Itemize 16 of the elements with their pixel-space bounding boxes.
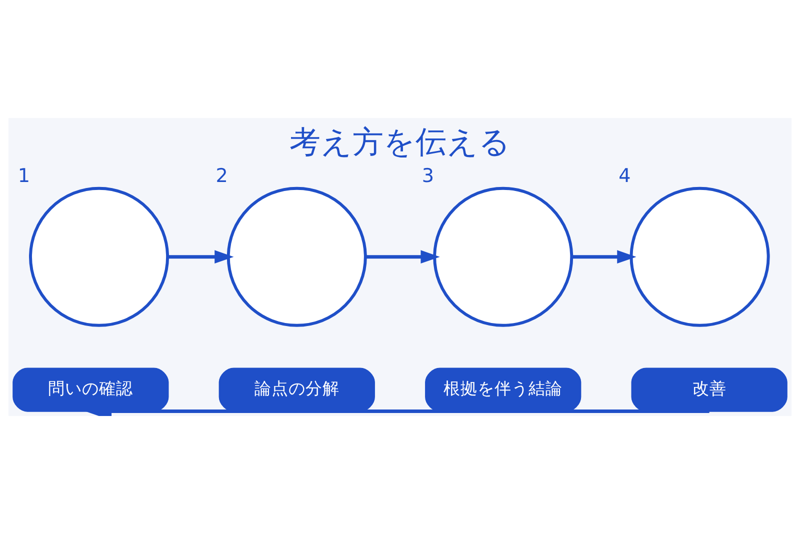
node-circle bbox=[630, 186, 770, 326]
arrow bbox=[366, 250, 440, 264]
node-circle bbox=[433, 186, 574, 326]
diagram-title: 考え方を伝える bbox=[290, 124, 510, 160]
node-box: 改善 bbox=[631, 367, 788, 412]
node-label: 4 bbox=[618, 164, 631, 187]
node-circle bbox=[226, 186, 367, 326]
node-box: 問いの確認 bbox=[12, 367, 169, 412]
node-label: 1 bbox=[18, 164, 30, 187]
node-box: 根拠を伴う結論 bbox=[425, 367, 582, 412]
arrow bbox=[572, 250, 636, 264]
node-label: 3 bbox=[422, 164, 434, 187]
node-label: 2 bbox=[216, 164, 228, 187]
arrow bbox=[168, 250, 234, 264]
node-box: 論点の分解 bbox=[218, 367, 375, 412]
node-circle bbox=[29, 186, 170, 326]
